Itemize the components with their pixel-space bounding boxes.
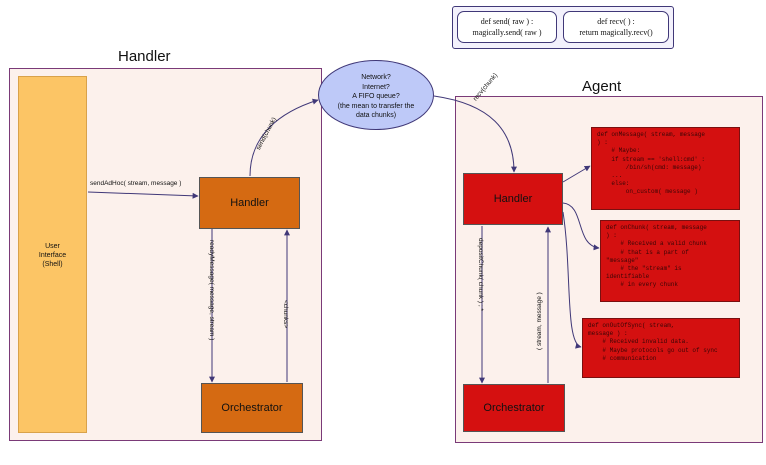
network-line5: data chunks) [355,112,397,119]
code-on-chunk-block: def onChunk( stream, message ) : # Recei… [600,220,740,302]
chunks-label: <chunks> [282,300,289,329]
send-ad-hoc-arrow [87,191,199,199]
send-chunk-arrow [249,98,319,177]
network-line1: Network? [361,74,391,81]
on-message-arrow [562,165,591,183]
recv-chunk-arrow [433,95,517,173]
network-line3: A FIFO queue? [352,93,400,100]
handler-panel-title: Handler [118,48,171,65]
user-interface-line2: Interface [38,252,67,259]
user-interface-block: User Interface (Shell) [18,76,87,433]
agent-panel-title: Agent [582,78,622,95]
legend-recv-line2: return magically.recv() [579,28,653,37]
network-line4: (the mean to transfer the [337,102,415,110]
legend-recv-line1: def recv( ) : [597,17,635,26]
legend-send-definition: def send( raw ) : magically.send( raw ) [457,11,557,43]
network-ellipse: Network? Internet? A FIFO queue? (the me… [318,60,434,130]
stream-message-label: ( stream, message ) [536,292,543,350]
agent-orchestrator-block: Orchestrator [463,384,565,432]
send-ad-hoc-label: sendAdHoc( stream, message ) [90,180,182,187]
agent-handler-block: Handler [463,173,563,225]
on-chunk-arrow [562,202,600,251]
deposit-chunk-label: depositChunk( chunk ) ; * [477,238,484,311]
legend-send-line1: def send( raw ) : [480,17,534,26]
code-on-out-of-sync-block: def onOutOfSync( stream, message ) : # R… [582,318,740,378]
user-interface-line3: (Shell) [42,261,63,268]
ready-message-label: readyMessage( message, stream ) [208,240,215,341]
on-out-of-sync-arrow [562,211,582,349]
legend-send-line2: magically.send( raw ) [472,28,542,37]
legend-recv-definition: def recv( ) : return magically.recv() [563,11,669,43]
handler-block: Handler [199,177,300,229]
user-interface-line1: User [45,243,60,250]
handler-orchestrator-block: Orchestrator [201,383,303,433]
code-on-message-block: def onMessage( stream, message ) : # May… [591,127,740,210]
network-line2: Internet? [362,83,390,91]
